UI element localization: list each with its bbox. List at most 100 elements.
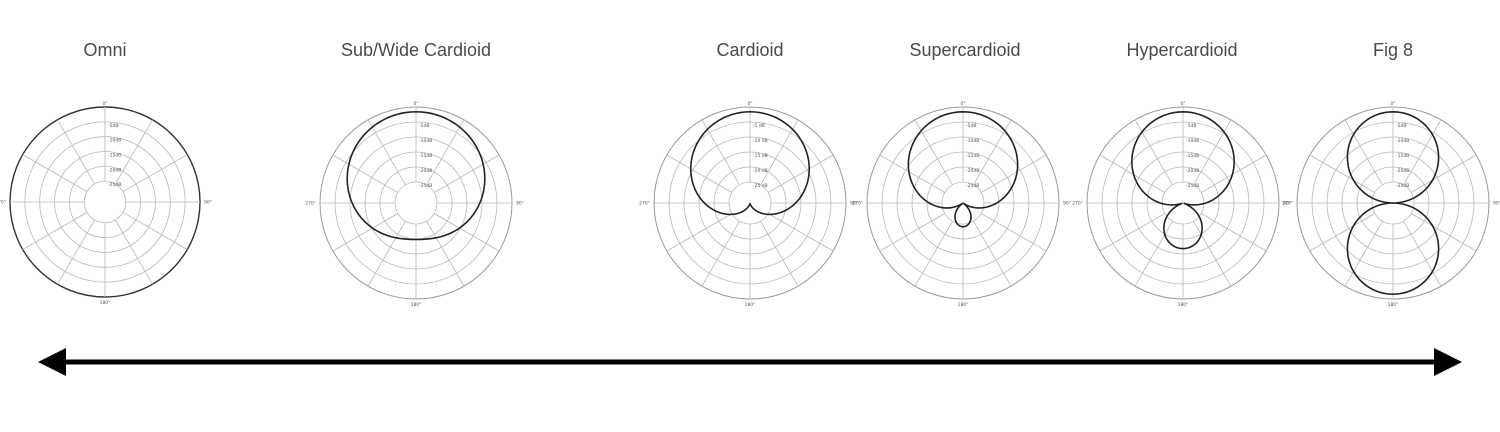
angle-label: 180° [745,302,756,308]
label-figure8: Fig 8 [1372,40,1414,60]
grid-spoke [879,154,946,193]
grid-spoke [760,220,799,287]
angle-label: 90° [1283,201,1291,207]
angle-label: 0° [960,101,965,107]
db-tick-label: -15dB [1396,153,1409,159]
pickup-pattern-curve [689,111,811,216]
angle-label: 90° [516,201,524,207]
db-tick-label: -15dB [1186,153,1199,159]
db-tick-label: -15 dB [753,153,768,159]
grid-spoke [115,119,153,185]
grid-spoke [1099,213,1166,252]
angle-label: 270° [1282,201,1293,207]
angle-label: 180° [411,302,422,308]
angle-label: 90° [1493,201,1500,207]
grid-spoke [1200,213,1267,252]
grid-spoke [767,213,834,252]
db-tick-label: -10dB [108,138,121,144]
grid-spoke [1403,119,1442,186]
db-tick-label: -20 dB [753,168,768,174]
grid-spoke [760,119,799,186]
grid-spoke [701,220,740,287]
grid-spoke [1193,220,1232,287]
grid-spoke [1193,119,1232,186]
angle-label: 90° [204,200,212,206]
polar-plot-cardioid: -5 dB -10 dB -15 dB -20 dB -25 dB 0° 180° 270° 9… [639,101,858,308]
grid-spoke [367,220,406,287]
db-tick-label: -5dB [419,123,429,129]
arrow-head-right [1434,348,1462,376]
grid-spoke [426,119,465,186]
angle-label: 0° [413,101,418,107]
label-cardioid: Cardioid [716,40,784,60]
db-tick-label: -15dB [966,153,979,159]
grid-spoke [666,154,733,193]
angle-label: 0° [747,101,752,107]
db-tick-label: -10dB [966,138,979,144]
grid-spoke [973,220,1012,287]
angle-label: 0° [1180,101,1185,107]
angle-label: 90° [850,201,858,207]
db-tick-label: -15dB [108,153,121,159]
db-tick-label: -10dB [1186,138,1199,144]
angle-label: 270° [0,200,6,206]
grid-spoke [1099,154,1166,193]
grid-spoke [122,212,188,250]
grid-spoke [1309,213,1376,252]
db-tick-label: -10dB [1396,138,1409,144]
db-tick-label: -25dB [1186,183,1199,189]
grid-spoke [1134,119,1173,186]
db-tick-label: -10 dB [753,138,768,144]
db-tick-label: -25dB [419,183,432,189]
grid-spoke [1344,119,1383,186]
db-tick-label: -20dB [1396,168,1409,174]
db-tick-label: -20dB [1186,168,1199,174]
grid-spoke [122,154,188,192]
pickup-pattern-curve [907,111,1019,228]
label-hypercardioid: Hypercardioid [1126,40,1238,60]
pickup-pattern-curve [1346,111,1440,296]
label-subcardioid: Sub/Wide Cardioid [340,40,492,60]
db-tick-label: -15dB [419,153,432,159]
db-tick-label: -25 dB [753,183,768,189]
angle-label: 270° [639,201,650,207]
pickup-pattern-curve [346,111,486,241]
grid-spoke [1410,154,1477,193]
angle-label: 180° [1178,302,1189,308]
db-tick-label: -20dB [108,167,121,173]
grid-spoke [115,219,153,285]
db-tick-label: -10dB [419,138,432,144]
grid-spoke [701,119,740,186]
db-tick-label: -25dB [1396,183,1409,189]
grid-spoke [332,213,399,252]
angle-label: 0° [102,101,107,107]
grid-spoke [57,219,95,285]
grid-spoke [22,154,88,192]
angle-label: 0° [1390,101,1395,107]
angle-label: 270° [305,201,316,207]
grid-spoke [367,119,406,186]
grid-spoke [666,213,733,252]
angle-label: 270° [1072,201,1083,207]
arrow-head-left [38,348,66,376]
angle-label: 270° [852,201,863,207]
db-tick-label: -25dB [966,183,979,189]
db-tick-label: -5dB [1186,123,1196,129]
grid-spoke [332,154,399,193]
grid-spoke [1200,154,1267,193]
angle-label: 180° [1388,302,1399,308]
grid-spoke [980,154,1047,193]
grid-spoke [1403,220,1442,287]
db-tick-label: -20dB [419,168,432,174]
grid-spoke [1344,220,1383,287]
grid-spoke [1309,154,1376,193]
grid-spoke [1410,213,1477,252]
angle-label: 180° [100,300,111,306]
polar-plot-subcardioid: -5dB -10dB -15dB -20dB -25dB 0° 180° 270° 90° [305,101,524,308]
db-tick-label: -5 dB [753,123,765,129]
grid-spoke [914,220,953,287]
grid-spoke [767,154,834,193]
